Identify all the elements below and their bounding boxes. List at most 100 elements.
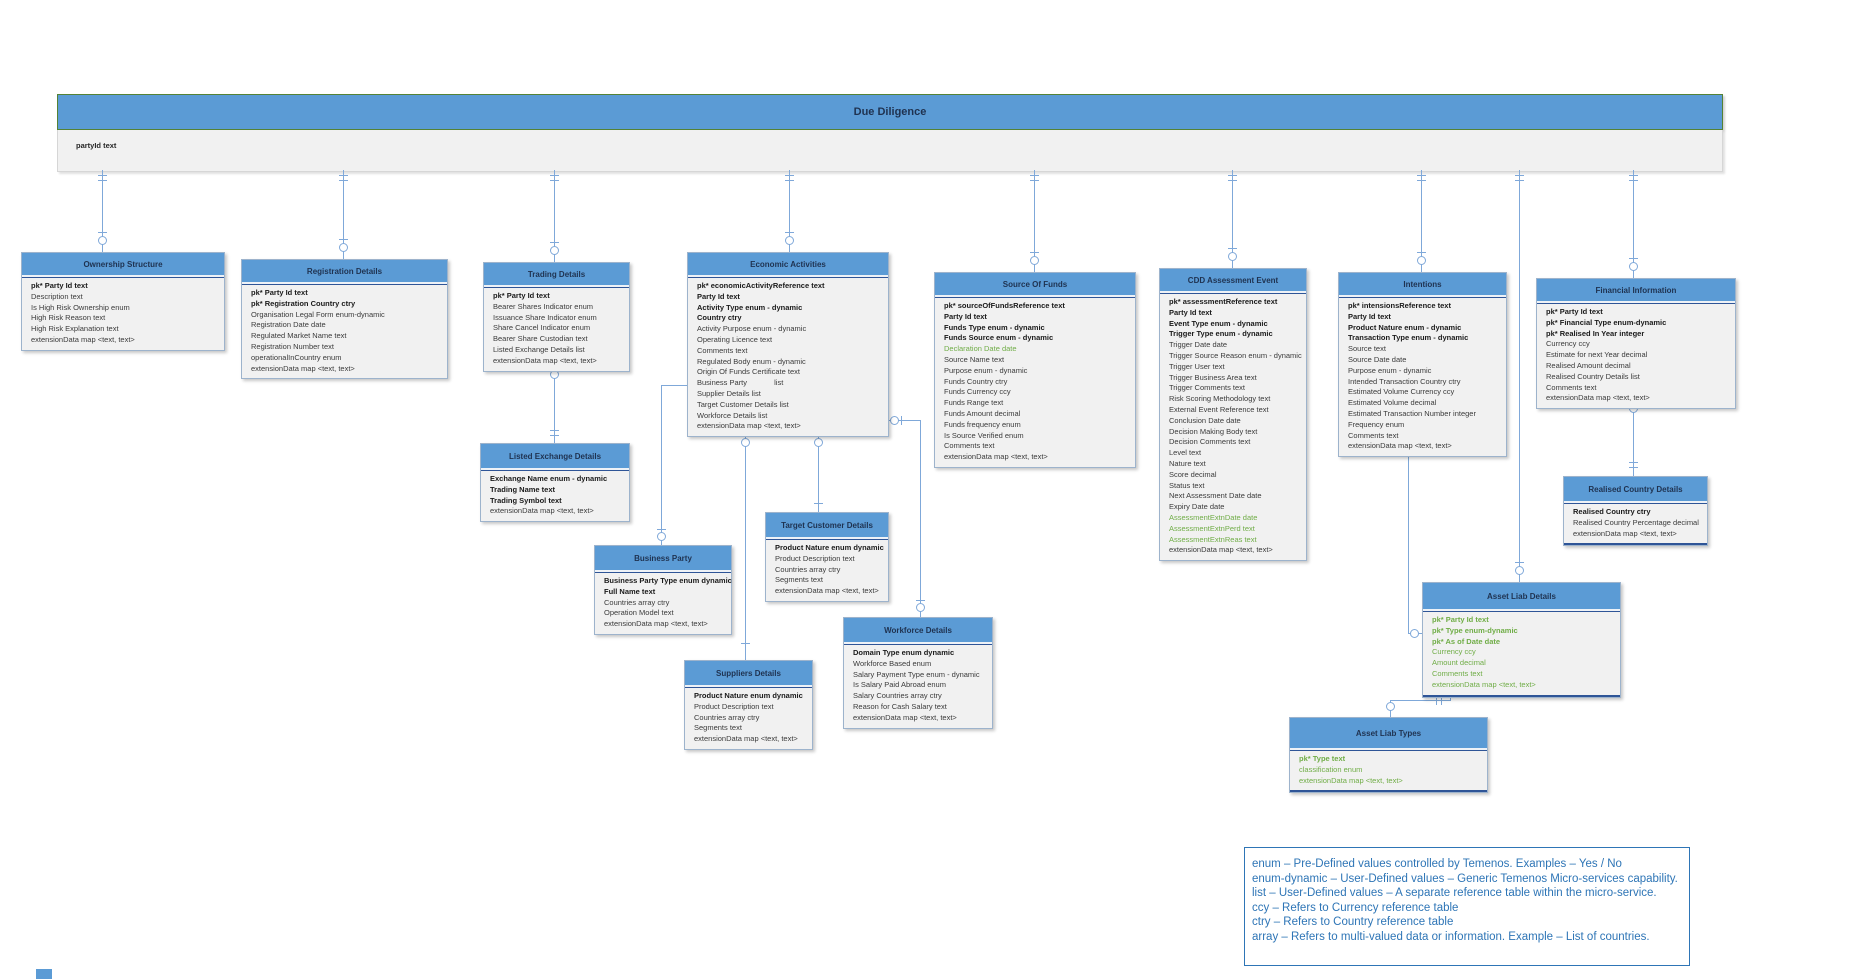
- legend-line: enum – Pre-Defined values controlled by …: [1252, 858, 1622, 870]
- connector-line: [661, 385, 662, 545]
- entity-field: High Risk Explanation text: [31, 324, 119, 334]
- entity-field: Estimate for next Year decimal: [1546, 350, 1648, 360]
- connector-tick: [1417, 175, 1426, 176]
- entity-field: extensionData map <text, text>: [1348, 441, 1452, 451]
- entity-title: Realised Country Details: [1564, 477, 1707, 503]
- connector-tick: [550, 242, 559, 243]
- entity-field: extensionData map <text, text>: [251, 363, 355, 373]
- entity-field: Status text: [1169, 480, 1205, 490]
- entity-field: Trading Symbol text: [490, 495, 562, 505]
- entity-field: Domain Type enum dynamic: [853, 648, 955, 657]
- connector-tick: [1629, 175, 1638, 176]
- connector-tick: [550, 175, 559, 176]
- entity-field: Registration Number text: [251, 341, 334, 351]
- connector-circle: [339, 243, 348, 252]
- entity-field: pk* sourceOfFundsReference text: [944, 301, 1065, 310]
- connector-circle: [916, 603, 925, 612]
- connector-circle: [657, 532, 666, 541]
- connector-tick: [1030, 252, 1039, 253]
- entity-field: Party Id text: [944, 311, 987, 321]
- due-diligence-header: Due Diligence: [57, 94, 1723, 130]
- connector-line: [1034, 170, 1035, 272]
- entity-field: Decision Comments text: [1169, 437, 1251, 447]
- entity-field: Trigger User text: [1169, 361, 1225, 371]
- connector-circle: [1030, 256, 1039, 265]
- entity-field: extensionData map <text, text>: [1573, 528, 1677, 538]
- connector-tick: [98, 175, 107, 176]
- connector-tick: [785, 232, 794, 233]
- connector-circle: [1417, 256, 1426, 265]
- entity-field: extensionData map <text, text>: [493, 355, 597, 365]
- entity-field: Currency ccy: [1432, 647, 1476, 657]
- legend-line: ccy – Refers to Currency reference table: [1252, 901, 1459, 914]
- entity-field: Trigger Comments text: [1169, 383, 1245, 393]
- connector-line: [887, 420, 920, 421]
- entity-field: AssessmentExtnDate date: [1169, 512, 1258, 522]
- entity-field: Declaration Date date: [944, 344, 1017, 354]
- entity-field: pk* Party Id text: [493, 291, 550, 300]
- entity-field: Business Party list: [697, 378, 784, 388]
- entity-title: Financial Information: [1537, 279, 1735, 303]
- connector-line: [1232, 170, 1233, 268]
- entity-field: Funds Currency ccy: [944, 387, 1011, 397]
- entity-field: Target Customer Details list: [697, 399, 789, 409]
- due-diligence-entity[interactable]: Due Diligence partyId text: [57, 94, 1723, 172]
- entity-field: Origin Of Funds Certificate text: [697, 367, 800, 377]
- entity-field: pk* intensionsReference text: [1348, 301, 1451, 310]
- legend-line: array – Refers to multi-valued data or i…: [1252, 930, 1650, 943]
- entity-field: Workforce Details list: [697, 410, 768, 420]
- entity-field: Business Party Type enum dynamic: [604, 576, 732, 585]
- connector-tick: [1030, 175, 1039, 176]
- entity-field: Bearer Shares Indicator enum: [493, 301, 594, 311]
- entity-field: Comments text: [944, 441, 995, 451]
- entity-field: Event Type enum - dynamic: [1169, 318, 1268, 328]
- entity-field: extensionData map <text, text>: [1432, 679, 1536, 689]
- entity-field: Currency ccy: [1546, 339, 1590, 349]
- entity-field: Score decimal: [1169, 469, 1217, 479]
- connector-line: [1390, 700, 1451, 701]
- entity-field: Listed Exchange Details list: [493, 344, 585, 354]
- entity-field: pk* Realised In Year integer: [1546, 328, 1645, 338]
- connector-tick: [1629, 462, 1638, 463]
- entity-field: Salary Countries array ctry: [853, 691, 942, 701]
- entity-field: extensionData map <text, text>: [1299, 775, 1403, 785]
- connector-tick: [1515, 562, 1524, 563]
- legend-line: list – User-Defined values – A separate …: [1252, 887, 1657, 900]
- entity-field: Product Description text: [775, 553, 855, 563]
- entity-field: extensionData map <text, text>: [853, 712, 957, 722]
- entity-field: Source Date date: [1348, 354, 1407, 364]
- connector-line: [789, 170, 790, 252]
- entity-field: Party Id text: [1348, 311, 1391, 321]
- legend-line: ctry – Refers to Country reference table: [1252, 916, 1454, 929]
- entity-field: Estimated Transaction Number integer: [1348, 408, 1476, 418]
- entity-title: Business Party: [595, 546, 731, 572]
- connector-line: [554, 360, 555, 443]
- entity-field: Funds Source enum - dynamic: [944, 333, 1054, 343]
- entity-field: Countries array ctry: [694, 712, 760, 722]
- connector-line: [818, 431, 819, 512]
- connector-tick: [550, 430, 559, 431]
- entity-field: Issuance Share Indicator enum: [493, 312, 597, 322]
